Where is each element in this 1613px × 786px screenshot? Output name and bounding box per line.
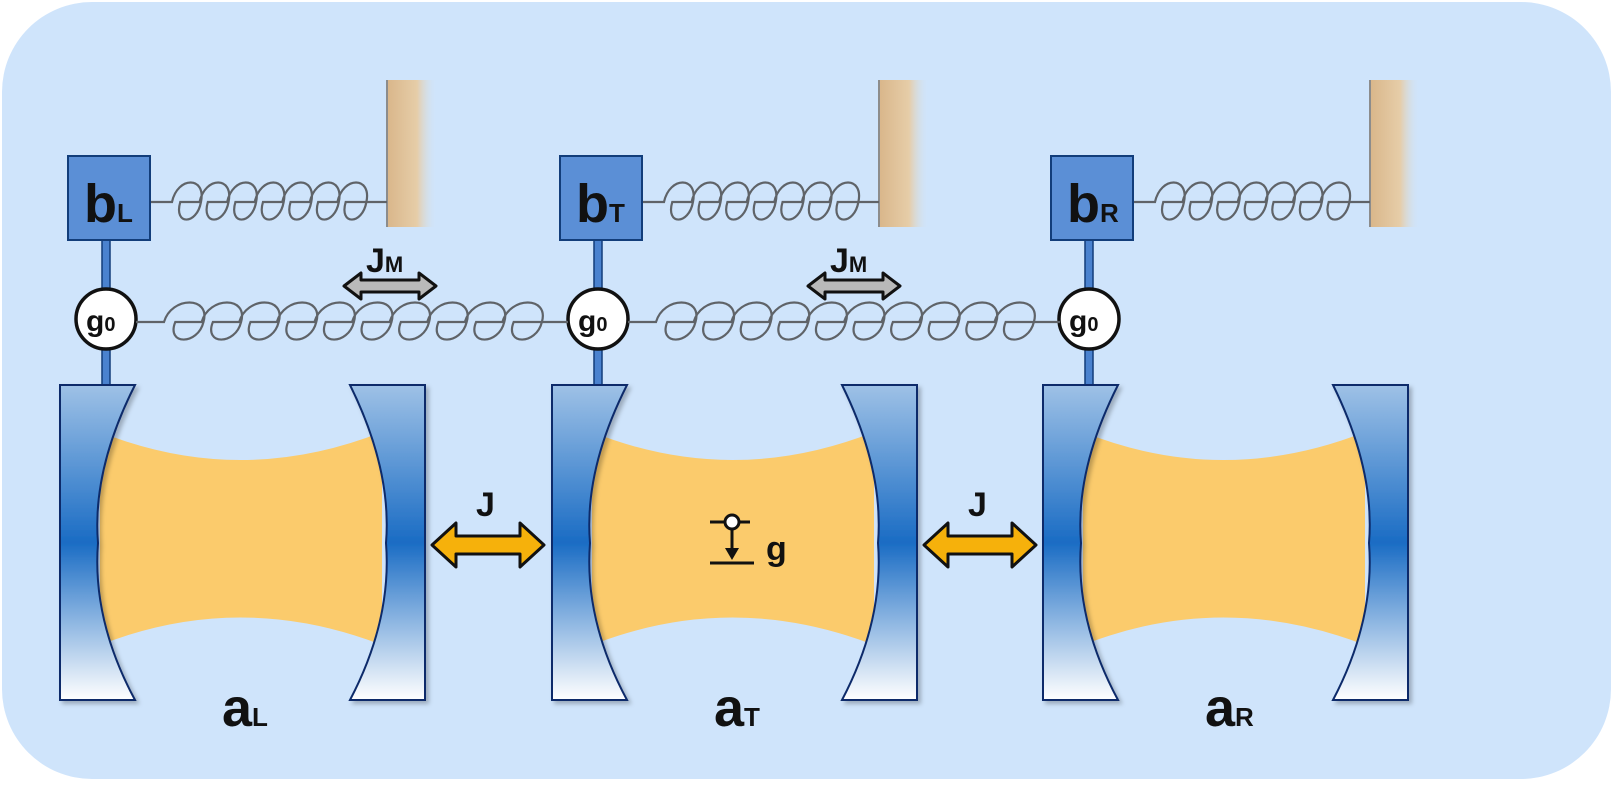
mechanical-coupling-arrow-icon <box>342 271 438 301</box>
g0-label: g0 <box>86 305 115 338</box>
mechanical-mode-label: bL <box>84 174 133 234</box>
spring-icon <box>642 181 879 221</box>
g0-coupling-node <box>566 287 630 351</box>
g0-label-base: g <box>1069 305 1087 338</box>
wall-icon <box>1370 80 1420 227</box>
cavity-mode-label-base: a <box>1205 678 1236 738</box>
spring-icon <box>1133 181 1370 221</box>
right-mirror-icon <box>840 384 918 701</box>
wall-icon <box>387 80 437 227</box>
optical-coupling-label: J <box>476 486 495 524</box>
mechanical-mode-label-sub: R <box>1100 198 1119 228</box>
cavity-mode-label: aL <box>222 678 268 738</box>
g0-coupling-node <box>74 287 138 351</box>
mechanical-mode-label-base: b <box>576 174 609 234</box>
two-level-atom-icon <box>710 513 754 565</box>
mechanical-mode-box <box>1050 155 1134 241</box>
right-mirror-icon <box>1331 384 1409 701</box>
cavity-mode-label: aT <box>714 678 760 738</box>
optical-coupling-arrow-icon <box>430 521 546 569</box>
cavity-mode-label-sub: L <box>252 702 268 732</box>
cavity-field <box>100 432 382 645</box>
mechanical-coupling-label-sub: M <box>385 252 403 277</box>
mechanical-mode-box <box>67 155 151 241</box>
mechanical-mode-label-sub: T <box>609 198 625 228</box>
atom-dot <box>723 513 741 531</box>
cavity-mode-label-base: a <box>222 678 253 738</box>
mechanical-mode-box <box>559 155 643 241</box>
mechanical-mode-label-base: b <box>1067 174 1100 234</box>
g0-label-base: g <box>578 305 596 338</box>
wall-icon <box>879 80 929 227</box>
g0-coupling-node <box>1057 287 1121 351</box>
cavity-mode-label: aR <box>1205 678 1254 738</box>
g0-label-sub: 0 <box>104 314 115 336</box>
mechanical-mode-label-base: b <box>84 174 117 234</box>
cavity-mode-label-sub: R <box>1235 702 1254 732</box>
mechanical-mode-label-sub: L <box>117 198 133 228</box>
left-mirror-icon <box>59 384 137 701</box>
optical-coupling-arrow-icon <box>922 521 1038 569</box>
g0-label: g0 <box>1069 305 1098 338</box>
cavity-field <box>1083 432 1365 645</box>
g0-label-base: g <box>86 305 104 338</box>
mechanical-coupling-arrow-icon <box>806 271 902 301</box>
g0-label-sub: 0 <box>1087 314 1098 336</box>
spring-icon <box>150 181 387 221</box>
mechanical-coupling-spring-icon <box>136 301 568 341</box>
mechanical-coupling-label-base: J <box>830 242 849 280</box>
cavity-mode-label-base: a <box>714 678 745 738</box>
mechanical-coupling-label: JM <box>830 242 867 280</box>
mechanical-coupling-label-base: J <box>366 242 385 280</box>
cavity-mode-label-sub: T <box>744 702 760 732</box>
atom-coupling-label: g <box>766 530 787 568</box>
g0-label-sub: 0 <box>596 314 607 336</box>
mechanical-mode-label: bT <box>576 174 625 234</box>
mechanical-mode-label: bR <box>1067 174 1119 234</box>
mechanical-coupling-label-sub: M <box>849 252 867 277</box>
optical-coupling-label: J <box>968 486 987 524</box>
mechanical-coupling-label: JM <box>366 242 403 280</box>
right-mirror-icon <box>348 384 426 701</box>
left-mirror-icon <box>551 384 629 701</box>
left-mirror-icon <box>1042 384 1120 701</box>
atom-arrowhead <box>725 548 739 560</box>
mechanical-coupling-spring-icon <box>628 301 1060 341</box>
g0-label: g0 <box>578 305 607 338</box>
